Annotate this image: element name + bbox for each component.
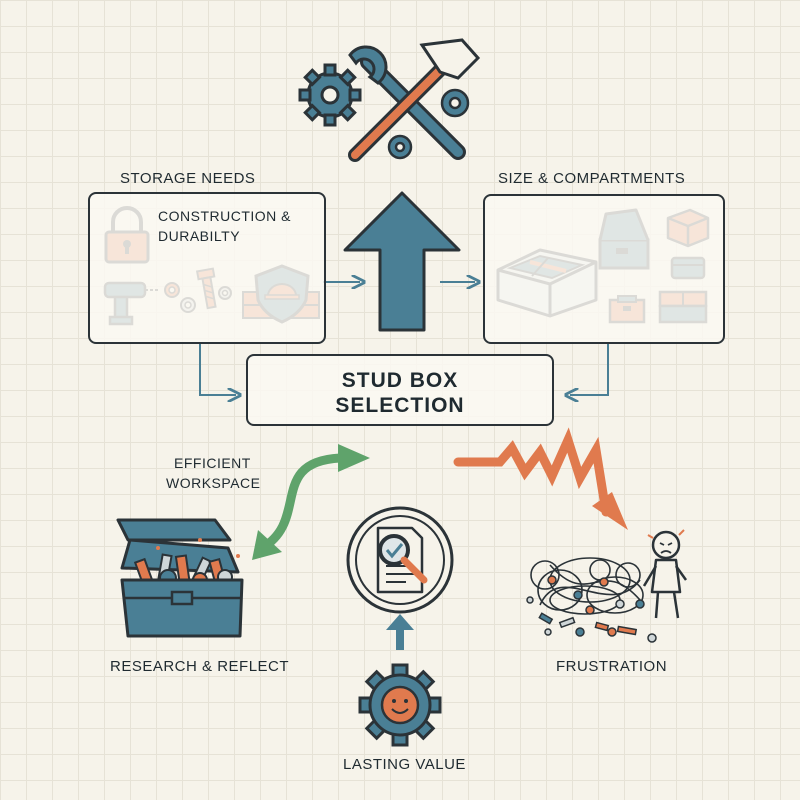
tangled-mess-icon (530, 557, 644, 615)
efficient-workspace-line1: EFFICIENT (174, 455, 251, 471)
document-magnifier-icon (346, 506, 454, 614)
small-up-arrow-icon (386, 614, 414, 650)
efficient-workspace-line2: WORKSPACE (166, 475, 261, 491)
green-double-arrow-icon (252, 444, 370, 560)
frustration-label: FRUSTRATION (556, 658, 668, 675)
center-title-line1: STUD BOX (341, 369, 459, 392)
frustrated-person-icon (642, 529, 688, 619)
size-compartments-box (483, 194, 725, 344)
smiling-gear-icon (358, 663, 442, 747)
elbow-arrow-left (199, 343, 236, 395)
size-compartments-title: SIZE & COMPARTMENTS (498, 170, 686, 187)
storage-needs-title: STORAGE NEEDS (120, 170, 256, 187)
center-title-line2: SELECTION (335, 394, 465, 417)
research-reflect-label: RESEARCH & REFLECT (110, 658, 290, 675)
elbow-arrow-right (570, 343, 609, 395)
storage-needs-subtitle-line1: CONSTRUCTION & (158, 208, 291, 224)
stud-box-selection-title: STUD BOX SELECTION (248, 368, 552, 418)
up-arrow-icon (343, 191, 461, 332)
storage-needs-box (88, 192, 326, 344)
scattered-bolts-icon (526, 575, 657, 643)
storage-needs-subtitle-line2: DURABILTY (158, 228, 241, 244)
lasting-value-label: LASTING VALUE (343, 756, 466, 773)
stud-box-selection-box: STUD BOX SELECTION (246, 354, 554, 426)
toolbox-icon (116, 518, 244, 638)
orange-zigzag-arrow-icon (453, 427, 628, 530)
tools-gears-icon (298, 38, 481, 162)
